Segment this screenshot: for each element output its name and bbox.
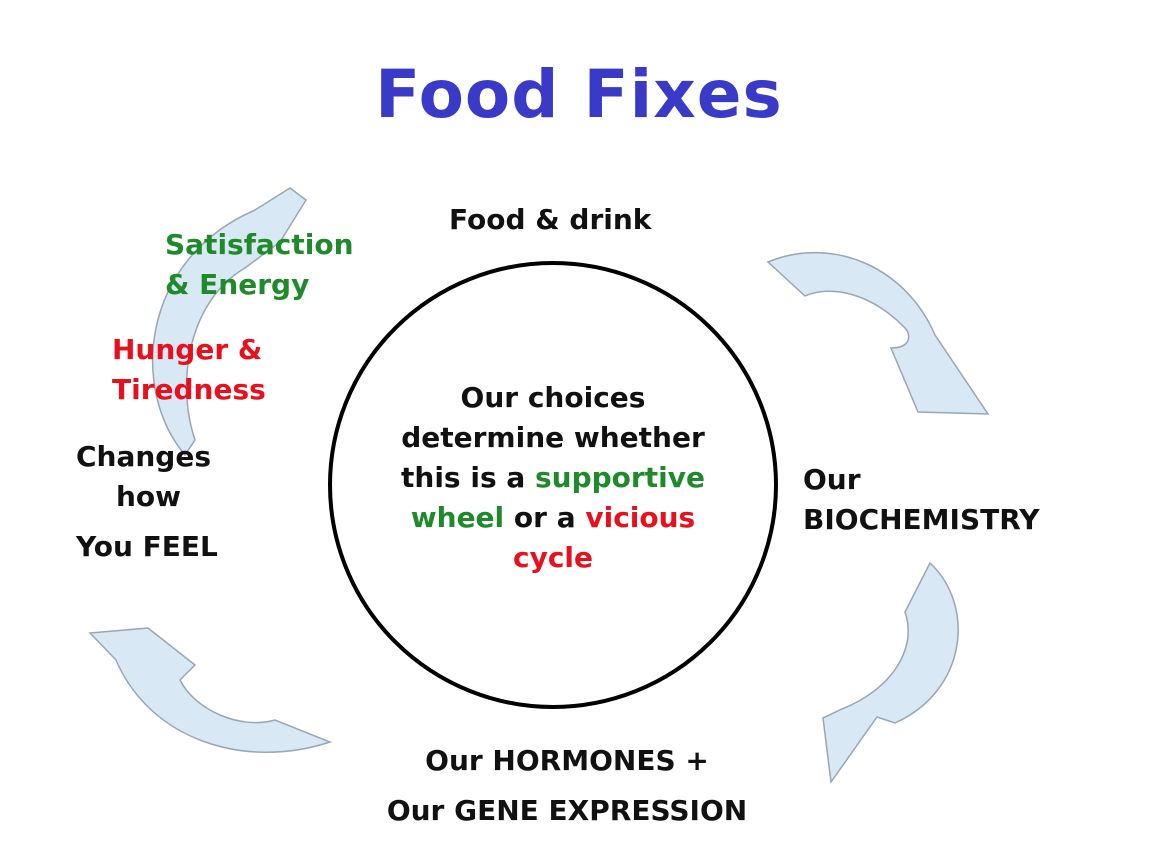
supportive-word: supportive <box>535 461 705 494</box>
center-circle <box>328 261 778 709</box>
feel-line-3: You FEEL <box>76 530 218 563</box>
center-line-3-prefix: this is a <box>401 461 535 494</box>
center-line-1: Our choices <box>460 381 646 414</box>
node-food-drink: Food & drink <box>449 203 652 236</box>
hunger-line-2: Tiredness <box>112 373 266 406</box>
center-line-3: this is a supportive <box>380 458 726 498</box>
wheel-word: wheel <box>410 501 505 534</box>
center-line-4: wheel or a vicious <box>380 498 726 538</box>
cycle-word: cycle <box>512 541 594 574</box>
hormones-line-1: Our HORMONES + <box>425 744 709 777</box>
node-hormones: Our HORMONES + Our GENE EXPRESSION <box>340 736 794 836</box>
center-line-2: determine whether <box>401 421 705 454</box>
node-biochemistry: Our BIOCHEMISTRY <box>803 460 1040 540</box>
vicious-word: vicious <box>585 501 696 534</box>
or-a-word: or a <box>504 501 586 534</box>
page-title: Food Fixes <box>375 56 783 133</box>
node-hunger-tiredness: Hunger & Tiredness <box>112 330 266 410</box>
biochemistry-line-1: Our <box>803 463 861 496</box>
satisfaction-line-1: Satisfaction <box>165 228 354 261</box>
hunger-line-1: Hunger & <box>112 333 263 366</box>
node-satisfaction-energy: Satisfaction & Energy <box>165 225 354 305</box>
center-caption: Our choices determine whether this is a … <box>380 378 726 578</box>
biochemistry-line-2: BIOCHEMISTRY <box>803 503 1040 536</box>
feel-line-2: how <box>116 480 182 513</box>
hormones-line-2: Our GENE EXPRESSION <box>386 794 748 827</box>
node-feel: Changes how You FEEL <box>76 437 218 567</box>
arrow-right-bottom <box>822 561 959 785</box>
arrow-left-bottom <box>88 627 333 753</box>
feel-line-1: Changes <box>76 440 212 473</box>
arrow-left-top <box>151 187 307 457</box>
arrow-right-top <box>766 251 990 415</box>
satisfaction-line-2: & Energy <box>165 268 310 301</box>
